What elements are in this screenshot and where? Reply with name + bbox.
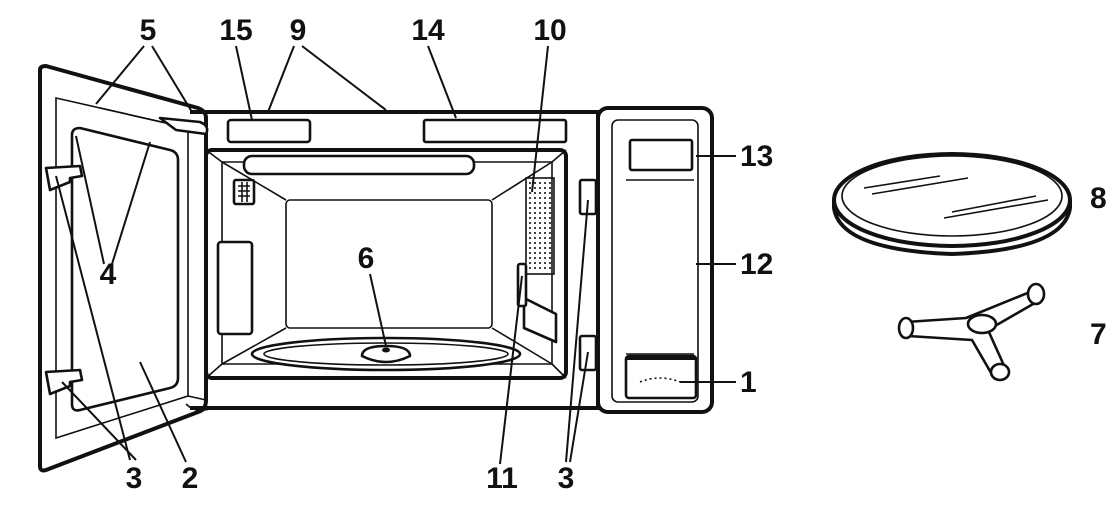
label-13: 13 [740, 140, 773, 173]
part-labels: 5 15 9 14 10 4 6 13 12 1 8 7 3 2 11 3 [100, 14, 1107, 495]
door-latch-upper [44, 164, 84, 192]
label-14: 14 [411, 14, 445, 47]
label-10: 10 [533, 14, 566, 47]
label-9: 9 [290, 14, 307, 47]
right-side-panel [522, 296, 558, 344]
display-window [628, 138, 694, 172]
microwave-cabinet [190, 106, 714, 414]
label-3-left: 3 [126, 462, 143, 495]
label-5: 5 [140, 14, 157, 47]
top-vent-right [422, 118, 568, 144]
label-1: 1 [740, 366, 757, 399]
label-7: 7 [1090, 318, 1107, 351]
cavity-vent-holes [525, 177, 555, 275]
control-panel [626, 179, 694, 355]
ventilation-opening-top [226, 118, 312, 144]
door-latch-lower [44, 368, 84, 396]
left-side-panel [216, 240, 254, 336]
door-open-button [624, 354, 698, 400]
glass-turntable [832, 152, 1072, 256]
label-6: 6 [358, 242, 375, 275]
label-15: 15 [219, 14, 252, 47]
label-3-right: 3 [558, 462, 575, 495]
label-8: 8 [1090, 182, 1107, 215]
light-grille [232, 178, 256, 206]
turntable-shaft [360, 344, 412, 364]
door-seal-corner [158, 116, 209, 136]
leader-lines [55, 45, 736, 465]
label-2: 2 [182, 462, 199, 495]
waveguide-cover [242, 154, 476, 176]
label-11: 11 [486, 462, 518, 495]
label-12: 12 [740, 248, 773, 281]
roller-ring [897, 282, 1046, 382]
label-4: 4 [100, 258, 117, 291]
safety-interlock-upper [578, 178, 598, 216]
